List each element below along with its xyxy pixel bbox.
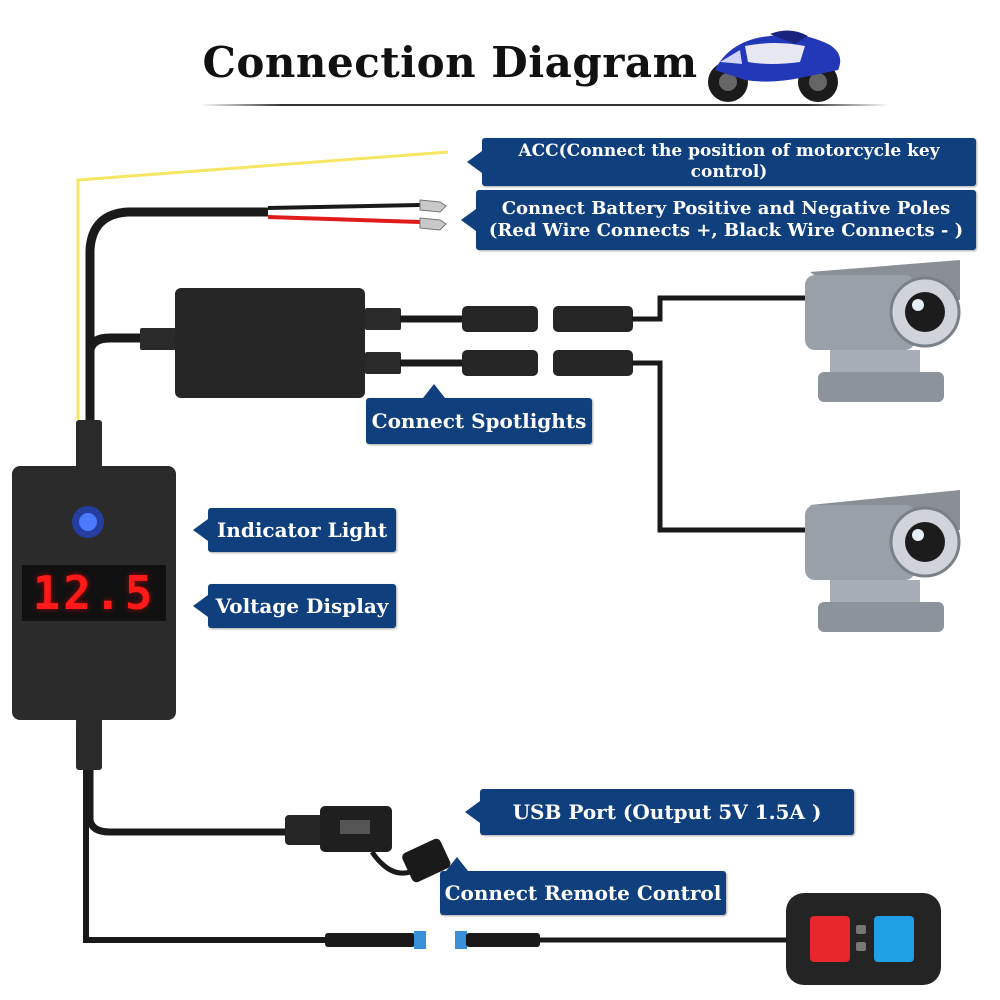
callout-indicator-text: Indicator Light <box>216 517 388 542</box>
callout-usb-port: USB Port (Output 5V 1.5A ) <box>465 789 854 835</box>
motorcycle-icon <box>708 30 841 102</box>
usb-port-icon <box>285 806 451 883</box>
callout-spotlights-text: Connect Spotlights <box>371 408 587 433</box>
remote-connectors <box>325 931 540 949</box>
callout-remote-control: Connect Remote Control <box>440 857 726 915</box>
remote-control-icon <box>786 893 941 985</box>
callout-voltage-display: Voltage Display <box>193 584 396 628</box>
voltage-readout: 12.5 <box>32 566 156 620</box>
spotlight-icon <box>805 260 961 402</box>
relay-box <box>140 288 401 398</box>
spotlight-connectors <box>462 306 633 376</box>
spotlight-icon <box>805 490 961 632</box>
callout-remote-text: Connect Remote Control <box>444 880 722 905</box>
callout-battery-line2: (Red Wire Connects +, Black Wire Connect… <box>488 220 964 241</box>
title-divider <box>200 104 890 106</box>
callout-spotlights: Connect Spotlights <box>366 384 592 444</box>
callout-battery-line1: Connect Battery Positive and Negative Po… <box>501 197 951 219</box>
battery-terminal-icon <box>419 199 447 231</box>
main-controller <box>12 466 176 720</box>
page-title: Connection Diagram <box>202 38 698 87</box>
callout-voltage-text: Voltage Display <box>215 593 389 618</box>
callout-battery: Connect Battery Positive and Negative Po… <box>461 190 976 250</box>
callout-acc-text: ACC(Connect the position of motorcycle k… <box>518 140 940 182</box>
callout-usb-text: USB Port (Output 5V 1.5A ) <box>512 799 822 824</box>
callout-indicator-light: Indicator Light <box>193 508 396 552</box>
callout-acc: ACC(Connect the position of motorcycle k… <box>467 138 976 186</box>
